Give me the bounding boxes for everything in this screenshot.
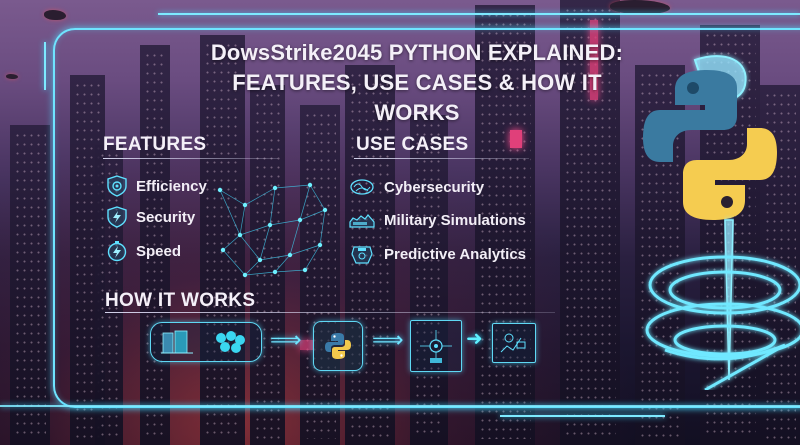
- flow-arrow-icon: ➜: [466, 328, 483, 350]
- features-heading: FEATURES: [103, 134, 207, 155]
- server-data-icon: [161, 330, 193, 354]
- python-logo-icon: [325, 333, 351, 359]
- use-case-label: Military Simulations: [384, 211, 526, 229]
- brain-chart-icon: [348, 243, 376, 265]
- use-cases-underline: [354, 158, 529, 159]
- flow-step-analysis: [410, 320, 462, 372]
- feature-label: Speed: [136, 242, 182, 260]
- how-it-works-underline: [105, 312, 555, 313]
- feature-item-speed: Speed: [106, 240, 181, 262]
- feature-item-efficiency: Efficiency: [106, 175, 207, 197]
- use-case-item-military-simulations: Military Simulations: [348, 209, 526, 231]
- dashboard-monitor-icon: [500, 333, 526, 353]
- circuit-analysis-icon: [420, 330, 452, 363]
- flow-step-python-processing: [313, 321, 363, 371]
- flow-arrow-icon: ⟹: [270, 327, 302, 352]
- flying-vehicle: [610, 0, 670, 14]
- neon-accent-left: [44, 42, 46, 90]
- neon-accent-bottom-short: [500, 415, 665, 417]
- gear-shield-icon: [106, 175, 128, 197]
- cloud-cluster-icon: [216, 331, 245, 353]
- neural-network-graphic: [217, 182, 328, 278]
- feature-label: Efficiency: [136, 177, 207, 195]
- use-case-item-predictive-analytics: Predictive Analytics: [348, 243, 526, 265]
- how-it-works-heading: HOW IT WORKS: [105, 290, 256, 311]
- neon-frame: [53, 28, 800, 408]
- lightning-shield-icon: [106, 206, 128, 228]
- page-title: DowsStrike2045 PYTHON EXPLAINED: FEATURE…: [192, 38, 642, 128]
- network-brain-icon: [348, 176, 376, 198]
- features-underline: [103, 158, 278, 159]
- flying-vehicle: [44, 10, 66, 20]
- stopwatch-lightning-icon: [106, 240, 128, 262]
- use-cases-heading: USE CASES: [356, 134, 469, 155]
- flow-step-data-input: [150, 322, 262, 362]
- use-case-label: Cybersecurity: [384, 178, 485, 196]
- neon-accent-top: [158, 13, 800, 15]
- feature-item-security: Security: [106, 206, 195, 228]
- holographic-python-logo: [643, 55, 800, 390]
- title-line-2: FEATURES, USE CASES & HOW IT WORKS: [232, 70, 602, 125]
- tank-terrain-icon: [348, 209, 376, 231]
- flying-vehicle: [6, 74, 18, 79]
- use-case-item-cybersecurity: Cybersecurity: [348, 176, 484, 198]
- neon-accent-bottom: [0, 405, 800, 407]
- title-line-1: DowsStrike2045 PYTHON EXPLAINED:: [210, 40, 624, 65]
- feature-label: Security: [136, 208, 196, 226]
- flow-arrow-icon: ⟹: [372, 327, 404, 352]
- use-case-label: Predictive Analytics: [384, 245, 527, 263]
- flow-step-output: [492, 323, 536, 363]
